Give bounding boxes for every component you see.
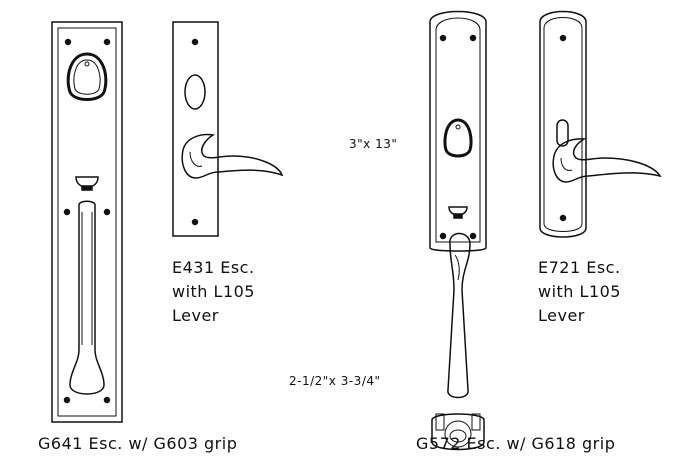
- e431-caption-line-2: with L105: [172, 282, 255, 301]
- e431-caption: E431 Esc. with L105 Lever: [172, 256, 255, 328]
- e721-caption-line-3: Lever: [538, 306, 585, 325]
- e431-escutcheon-drawing: [172, 21, 284, 237]
- g572-escutcheon-drawing: [429, 10, 487, 451]
- g641-caption: G641 Esc. w/ G603 grip: [38, 434, 238, 453]
- e721-caption-line-1: E721 Esc.: [538, 258, 621, 277]
- e721-escutcheon-drawing: [539, 10, 662, 238]
- g572-plate-dimension: 3"x 13": [349, 137, 398, 151]
- g641-escutcheon-drawing: [51, 21, 123, 423]
- e721-caption-line-2: with L105: [538, 282, 621, 301]
- g572-bottom-plate-dimension: 2-1/2"x 3-3/4": [289, 374, 381, 388]
- g572-caption: G572 Esc. w/ G618 grip: [416, 434, 616, 453]
- e431-caption-line-3: Lever: [172, 306, 219, 325]
- e721-caption: E721 Esc. with L105 Lever: [538, 256, 621, 328]
- e431-caption-line-1: E431 Esc.: [172, 258, 255, 277]
